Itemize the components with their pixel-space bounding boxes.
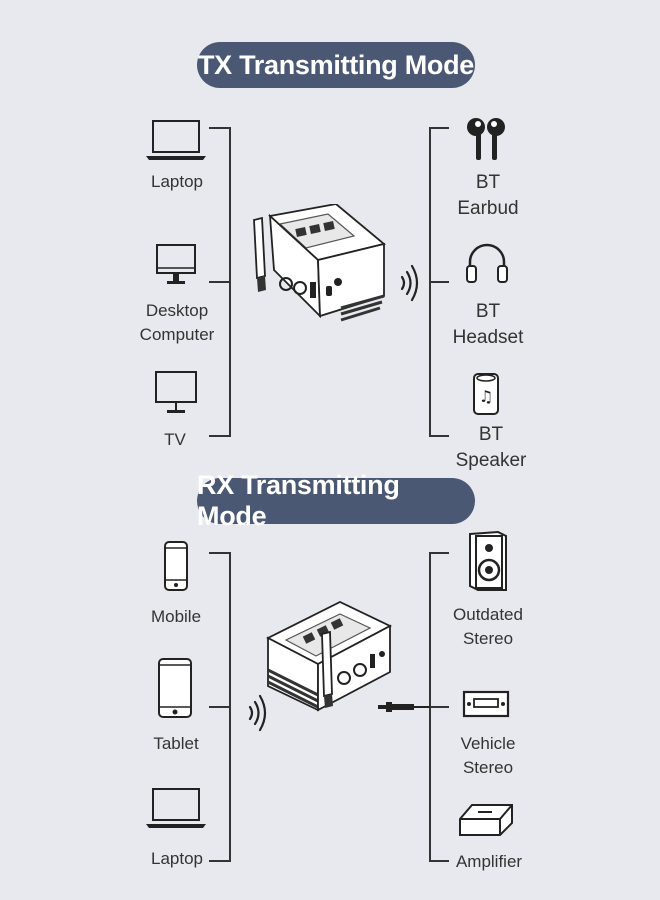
mobile-phone-icon <box>163 540 189 597</box>
car-stereo-icon <box>462 690 510 723</box>
rx-mode-title: RX Transmitting Mode <box>197 470 475 531</box>
wireless-signal-icon <box>398 262 420 309</box>
headphones-icon <box>464 240 510 291</box>
tx-output-label: BT Earbud <box>457 172 519 219</box>
rx-source-label: Laptop <box>151 849 203 868</box>
speaker-icon: ♫ <box>472 372 500 421</box>
bluetooth-receiver-device <box>260 598 396 719</box>
amplifier-icon <box>458 803 514 842</box>
rx-output-label: Outdated Stereo <box>453 605 523 648</box>
laptop-icon <box>145 786 207 835</box>
rx-source-label: Mobile <box>150 607 202 626</box>
rx-source-label: Tablet <box>153 734 199 753</box>
rx-output-label: Amplifier <box>455 852 523 871</box>
audio-cable-icon <box>378 700 430 719</box>
tx-output-label: BT Speaker <box>455 424 527 471</box>
wireless-signal-icon <box>246 692 268 739</box>
earbuds-icon <box>465 116 509 169</box>
tablet-icon <box>157 657 193 724</box>
svg-text:♫: ♫ <box>479 387 493 406</box>
laptop-icon <box>145 118 207 167</box>
tx-source-label: Laptop <box>151 172 203 191</box>
tx-source-label: Desktop Computer <box>139 301 215 344</box>
stereo-speaker-icon <box>468 530 508 597</box>
rx-output-label: Vehicle Stereo <box>460 734 516 777</box>
bluetooth-transmitter-device <box>244 203 390 331</box>
tx-source-label: TV <box>164 430 186 449</box>
tv-icon <box>154 370 198 421</box>
tx-mode-title: TX Transmitting Mode <box>197 42 475 88</box>
tx-output-label: BT Headset <box>452 301 524 348</box>
desktop-monitor-icon <box>155 243 197 292</box>
